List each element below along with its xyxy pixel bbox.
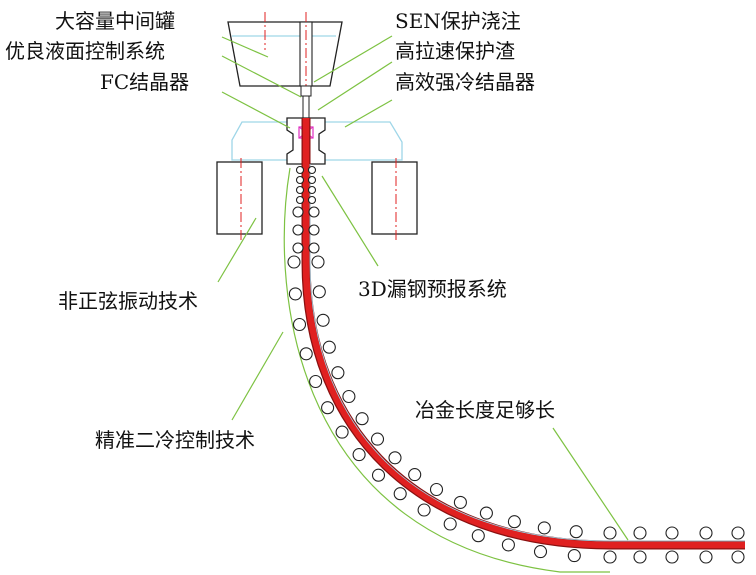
leader-cooling-mold [344, 99, 393, 128]
roller-set [287, 165, 745, 564]
label-sen: SEN保护浇注 [395, 9, 521, 33]
roller [665, 550, 679, 564]
roller [479, 506, 493, 520]
roller [307, 175, 317, 185]
label-breakout: 3D漏钢预报系统 [358, 277, 507, 301]
leader-breakout [321, 175, 379, 267]
leader-metallurgical-length [552, 427, 629, 541]
roller [295, 175, 305, 185]
roller [665, 526, 679, 540]
leader-lines [217, 35, 629, 541]
roller [316, 313, 330, 327]
label-fc-mold: FC结晶器 [100, 70, 189, 94]
roller [312, 285, 326, 299]
leader-tundish [221, 36, 269, 58]
roller [292, 206, 304, 218]
roller [307, 185, 317, 195]
roller [321, 401, 335, 415]
roller [370, 432, 385, 446]
roller [292, 224, 304, 236]
roller [731, 526, 745, 540]
label-level-control: 优良液面控制系统 [5, 39, 165, 63]
roller [292, 242, 304, 254]
leader-level-control [221, 55, 302, 98]
roller [299, 347, 313, 361]
roller [311, 255, 325, 269]
label-secondary-cooling: 精准二冷控制技术 [95, 428, 255, 452]
leader-mold-flux [317, 61, 393, 111]
roller [393, 487, 407, 501]
roller [417, 503, 431, 517]
roller [295, 185, 305, 195]
roller [533, 545, 548, 559]
roller [322, 340, 336, 354]
label-metallurgical-length: 冶金长度足够长 [415, 398, 555, 422]
label-cooling-mold: 高效强冷结晶器 [395, 70, 535, 94]
roller [295, 195, 305, 205]
strand-shell-line [309, 164, 745, 542]
roller [633, 550, 647, 564]
labels: 大容量中间罐 优良液面控制系统 FC结晶器 SEN保护浇注 高拉速保护渣 高效强… [5, 9, 555, 452]
roller [633, 526, 647, 540]
roller [603, 526, 617, 540]
roller [471, 529, 485, 543]
roller [307, 195, 317, 205]
leader-sen [313, 35, 393, 83]
roller [537, 521, 551, 535]
roller [287, 255, 301, 269]
roller [569, 525, 583, 539]
roller [408, 468, 422, 482]
label-tundish: 大容量中间罐 [55, 9, 175, 33]
roller [355, 412, 369, 426]
submerged-entry-nozzle [299, 12, 313, 119]
leader-oscillation [217, 217, 257, 283]
roller [507, 515, 521, 529]
roller [603, 550, 617, 564]
roller [501, 538, 515, 552]
roller [331, 366, 345, 380]
roller [308, 224, 320, 236]
roller [335, 425, 349, 439]
spray-zone-outline [283, 167, 610, 573]
mold-frame [231, 121, 403, 161]
roller [371, 468, 386, 482]
roller [443, 517, 457, 531]
oscillation-unit-right [371, 158, 418, 240]
oscillation-unit-left [216, 158, 263, 240]
leader-fc-mold [221, 91, 291, 129]
roller [307, 165, 317, 175]
roller [295, 165, 305, 175]
roller [342, 389, 356, 404]
roller [699, 550, 713, 564]
leader-secondary-cooling [231, 331, 284, 421]
roller [429, 482, 444, 497]
roller [453, 495, 467, 509]
roller [288, 287, 302, 301]
label-oscillation: 非正弦振动技术 [58, 289, 198, 313]
roller [292, 317, 307, 332]
roller [308, 242, 320, 254]
label-mold-flux: 高拉速保护渣 [395, 39, 515, 63]
roller [352, 448, 366, 462]
roller [308, 206, 320, 218]
roller [567, 549, 581, 563]
roller [731, 550, 745, 564]
roller [699, 526, 713, 540]
roller [309, 374, 323, 389]
strand [302, 118, 745, 549]
roller [388, 451, 402, 465]
